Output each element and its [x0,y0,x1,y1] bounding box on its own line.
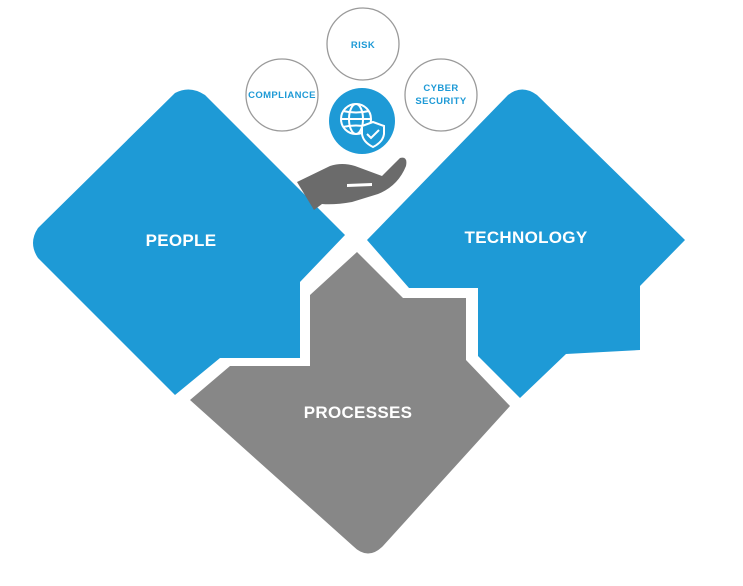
people-label: PEOPLE [146,231,217,250]
risk-label: RISK [351,40,375,51]
technology-label: TECHNOLOGY [465,228,588,247]
cyber-security-circle: CYBER SECURITY [404,58,478,132]
security-label: SECURITY [415,96,466,107]
compliance-label: COMPLIANCE [248,90,316,101]
open-hand-icon [297,157,407,210]
people-shape [33,89,345,395]
technology-piece: TECHNOLOGY [367,89,685,398]
cyber-label: CYBER [423,83,458,94]
risk-circle: RISK [326,7,400,81]
globe-shield-icon [329,88,395,154]
processes-piece: PROCESSES [190,252,510,554]
processes-shape [190,252,510,554]
processes-label: PROCESSES [304,403,413,422]
technology-shape [367,89,685,398]
people-piece: PEOPLE [33,89,345,395]
compliance-circle: COMPLIANCE [245,58,319,132]
